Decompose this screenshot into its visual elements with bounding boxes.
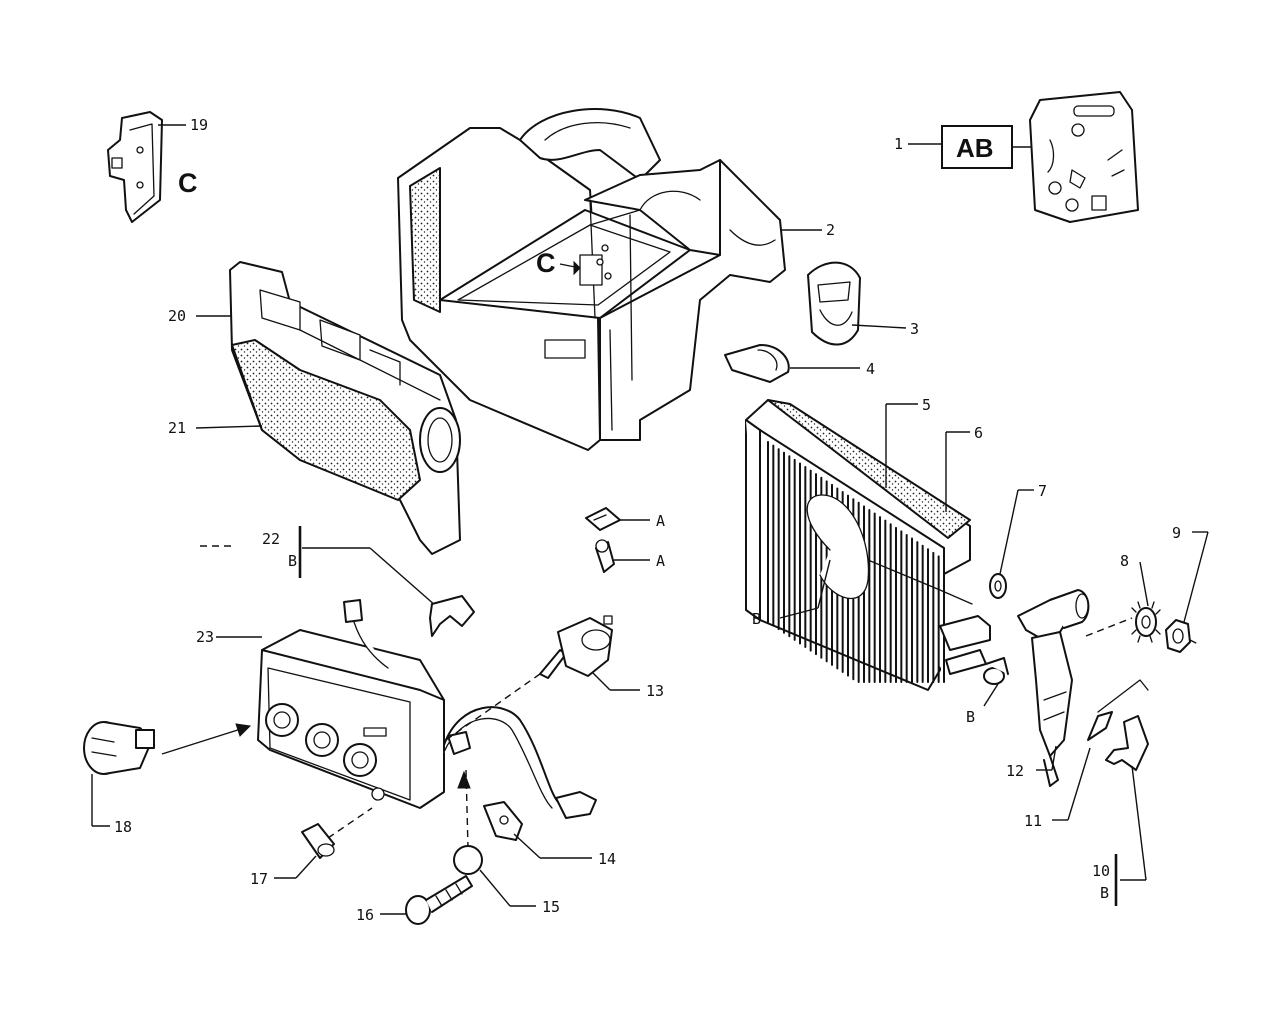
part-17-bushing <box>301 823 335 859</box>
part-13-switch <box>539 615 613 679</box>
code-b-radiator: B <box>752 610 761 628</box>
label-9: 9 <box>1172 524 1181 542</box>
part-a-clip <box>585 507 621 531</box>
label-12: 12 <box>1006 762 1024 780</box>
label-20: 20 <box>168 307 186 325</box>
code-b-10: B <box>1100 884 1109 902</box>
part-18-knob <box>83 721 155 775</box>
code-a-upper: A <box>656 512 665 530</box>
part-12-water-valve <box>1017 589 1090 787</box>
part-8-lock-washer <box>1131 601 1161 643</box>
part-16-screw <box>405 875 473 925</box>
label-2: 2 <box>826 221 835 239</box>
radiator-fins <box>767 441 945 683</box>
part-7-seal <box>989 573 1007 599</box>
part-23-control-panel <box>257 599 597 819</box>
code-c-mid: C <box>536 248 556 278</box>
label-6: 6 <box>974 424 983 442</box>
code-b-22: B <box>288 552 297 570</box>
label-22: 22 <box>262 530 280 548</box>
label-21: 21 <box>168 419 186 437</box>
label-4: 4 <box>866 360 875 378</box>
part-a-screw <box>595 539 615 573</box>
part-3-flap <box>807 261 861 346</box>
label-17: 17 <box>250 870 268 888</box>
label-16: 16 <box>356 906 374 924</box>
label-5: 5 <box>922 396 931 414</box>
part-4-clip <box>724 344 790 383</box>
code-a-lower: A <box>656 552 665 570</box>
part-22-clip <box>429 595 475 637</box>
label-1: 1 <box>894 135 903 153</box>
label-10: 10 <box>1092 862 1110 880</box>
label-18: 18 <box>114 818 132 836</box>
part-9-nut <box>1165 619 1191 653</box>
label-7: 7 <box>1038 482 1047 500</box>
label-13: 13 <box>646 682 664 700</box>
label-15: 15 <box>542 898 560 916</box>
code-b-screw: B <box>966 708 975 726</box>
label-23: 23 <box>196 628 214 646</box>
part-b-screw <box>983 657 1009 685</box>
part-19-bracket <box>107 111 163 223</box>
code-c-top: C <box>178 168 198 198</box>
part-11-wire-clip <box>1087 679 1149 741</box>
part-20-duct <box>229 261 461 555</box>
part-2-heater-housing <box>397 108 786 451</box>
part-15-washer <box>453 845 483 875</box>
label-8: 8 <box>1120 552 1129 570</box>
part-1-hardware-bag <box>1029 91 1139 223</box>
label-3: 3 <box>910 320 919 338</box>
part-14-clip-nut <box>483 801 523 841</box>
label-14: 14 <box>598 850 616 868</box>
part-10-clip <box>1105 715 1149 771</box>
label-11: 11 <box>1024 812 1042 830</box>
part-5-heater-core <box>745 399 991 691</box>
code-ab: AB <box>956 133 994 163</box>
label-19: 19 <box>190 116 208 134</box>
